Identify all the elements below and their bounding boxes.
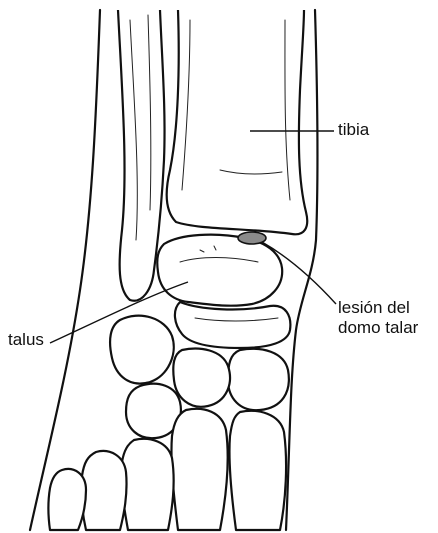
talar-dome-lesion-label: lesión del domo talar <box>338 298 418 338</box>
talar-dome-lesion <box>238 232 266 244</box>
tibia <box>167 10 308 234</box>
metatarsal-4 <box>81 451 126 530</box>
cuboid-bone <box>110 316 174 384</box>
lesion-label-line2: domo talar <box>338 318 418 338</box>
lesion-label-line1: lesión del <box>338 298 418 318</box>
skin-outline-left <box>30 10 100 530</box>
talus-bone <box>157 235 282 306</box>
metatarsal-5 <box>49 469 87 530</box>
tibia-label: tibia <box>338 120 369 140</box>
cuneiform-medial <box>228 349 289 410</box>
metatarsal-1 <box>229 411 286 530</box>
talus-label: talus <box>8 330 44 350</box>
metatarsal-2 <box>171 409 227 530</box>
navicular-bone <box>175 302 290 348</box>
cuneiform-intermediate <box>173 349 230 407</box>
metatarsal-3 <box>121 439 173 530</box>
